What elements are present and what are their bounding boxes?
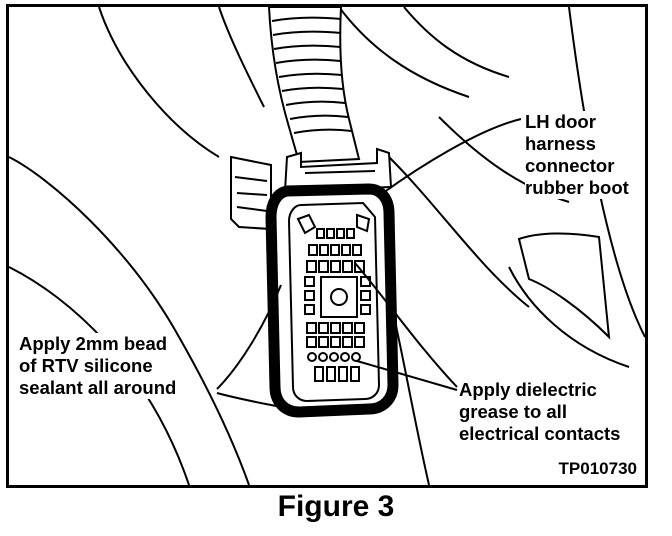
callout-rtv-sealant: Apply 2mm bead of RTV silicone sealant a… (19, 333, 177, 399)
leader-rtv-2 (216, 392, 282, 408)
connector-illustration (9, 7, 645, 485)
center-post (330, 288, 348, 306)
leader-boot (382, 118, 522, 194)
terminal-columns-side (304, 276, 371, 315)
reference-code: TP010730 (558, 459, 637, 478)
harness-ribs (271, 16, 353, 134)
callout-rubber-boot: LH door harness connector rubber boot (525, 111, 629, 199)
leader-grease-1 (354, 262, 458, 388)
leader-grease-2 (356, 360, 458, 391)
leader-rtv-1 (216, 284, 282, 390)
callout-dielectric-grease: Apply dielectric grease to all electrica… (459, 379, 621, 445)
harness-corrugated-boot (267, 7, 361, 164)
terminal-rows-lower (306, 322, 365, 348)
figure-frame: LH door harness connector rubber boot Ap… (6, 4, 648, 488)
figure-caption: Figure 3 (277, 490, 395, 523)
terminal-round-bottom (307, 352, 361, 382)
terminal-rows-upper (306, 228, 365, 273)
door-panel-cutout (517, 232, 611, 340)
door-bracket (230, 155, 272, 231)
leader-lines (216, 118, 522, 408)
